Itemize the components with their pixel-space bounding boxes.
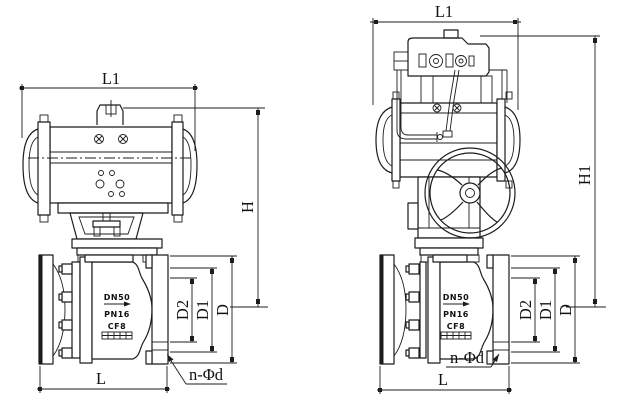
side-d-label: D — [556, 304, 575, 316]
front-d1-label: D1 — [193, 300, 212, 320]
side-nameplate-size: DN50 — [443, 293, 469, 302]
front-dim-l1: L1 — [19, 69, 198, 151]
front-dim-h: H — [230, 108, 268, 308]
front-l1-label: L1 — [102, 69, 120, 88]
front-flange-hub — [52, 263, 66, 357]
side-bolt-callout: n-Φd — [446, 348, 500, 368]
side-nameplate-rating: PN16 — [443, 310, 469, 319]
side-control-box — [393, 29, 600, 104]
side-right-flange-section — [486, 254, 510, 365]
front-bolt-callout-label: n-Φd — [189, 365, 224, 384]
side-flange-hub — [393, 263, 407, 357]
front-bolt-callout: n-Φd — [167, 354, 227, 385]
side-d1-label: D1 — [536, 300, 555, 320]
side-view: L1 — [370, 2, 606, 394]
side-dim-d2: D2 — [511, 277, 540, 343]
side-dim-d1: D1 — [511, 267, 560, 353]
side-bolt-callout-label: n-Φd — [450, 348, 485, 367]
front-dim-d2: D2 — [170, 277, 197, 343]
side-valve: DN50 PN16 CF8 — [379, 254, 510, 365]
front-actuator-holes — [95, 170, 125, 197]
front-actuator-top-cap — [96, 100, 265, 125]
front-bonnet-bolts — [58, 263, 73, 359]
side-flow-arrow-icon — [463, 301, 470, 307]
side-actuator — [375, 91, 521, 189]
side-nameplate-mark — [440, 331, 472, 340]
front-h-label: H — [238, 201, 257, 213]
front-l-label: L — [96, 369, 106, 388]
front-flow-arrow-icon — [124, 301, 131, 307]
front-actuator-screws — [94, 134, 128, 144]
front-view: L1 H — [19, 69, 268, 393]
side-d2-label: D2 — [516, 300, 535, 320]
front-nameplate-size: DN50 — [104, 293, 130, 302]
front-actuator — [22, 114, 198, 223]
side-bonnet-bolts — [405, 263, 420, 359]
side-tubing — [396, 69, 460, 142]
front-dim-d: D — [170, 255, 237, 364]
front-nameplate-rating: PN16 — [104, 310, 130, 319]
front-right-flange-section — [145, 254, 169, 365]
side-handwheel — [424, 147, 516, 239]
side-l1-label: L1 — [435, 2, 453, 21]
side-h1-label: H1 — [575, 165, 594, 185]
side-l-label: L — [438, 370, 448, 389]
front-dim-l: L — [37, 366, 170, 393]
side-nameplate: DN50 PN16 CF8 — [440, 293, 472, 340]
front-d2-label: D2 — [173, 300, 192, 320]
side-nameplate-material: CF8 — [447, 322, 465, 331]
front-valve: DN50 PN16 CF8 — [38, 254, 169, 365]
side-dim-h1: H1 — [566, 36, 606, 308]
side-dim-l: L — [377, 366, 512, 394]
front-dim-d1: D1 — [170, 267, 217, 353]
front-nameplate-mark — [101, 331, 133, 340]
front-d-label: D — [213, 304, 232, 316]
front-nameplate: DN50 PN16 CF8 — [101, 293, 133, 340]
front-nameplate-material: CF8 — [108, 322, 126, 331]
side-dim-l1: L1 — [370, 2, 521, 110]
